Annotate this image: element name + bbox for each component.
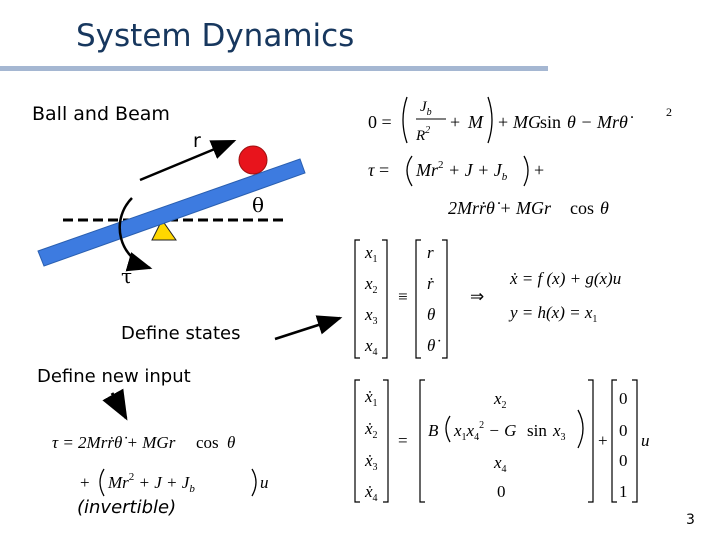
pivot-triangle: [151, 219, 177, 241]
svg-text:θ: θ: [600, 198, 609, 218]
state-space-equation: ẋ1 ẋ2 ẋ3 ẋ4 = x2 B x1x42 − G sin x3 x4 0…: [354, 379, 650, 504]
beam: [37, 158, 306, 267]
svg-text:x2: x2: [493, 389, 507, 411]
svg-text:2: 2: [666, 105, 672, 119]
svg-text:=: =: [398, 431, 408, 450]
svg-text:2Mrṙθ̇ + MGr: 2Mrṙθ̇ + MGr: [448, 198, 552, 218]
define-states-label: Define states: [121, 323, 241, 344]
svg-text:ẋ1: ẋ1: [364, 387, 378, 409]
theta-label: θ: [252, 193, 265, 217]
svg-text:θ: θ: [427, 305, 435, 324]
tau-label: τ: [121, 264, 133, 288]
state-definition: x1 x2 x3 x4 ≡ r ṙ θ θ̇ ⇒ ẋ = f (x) + g(x…: [354, 239, 621, 359]
svg-text:sin: sin: [527, 421, 547, 440]
svg-text:θ̇: θ̇: [427, 336, 440, 355]
svg-text:θ: θ: [227, 433, 235, 452]
svg-text:1: 1: [619, 482, 628, 501]
svg-text:R2: R2: [415, 125, 430, 144]
svg-text:θ − Mrθ̇: θ − Mrθ̇: [567, 112, 634, 132]
invertible-label: (invertible): [77, 497, 177, 518]
svg-text:x1x42 − G: x1x42 − G: [453, 420, 516, 443]
svg-text:τ = 2Mrṙθ̇ + MGr: τ = 2Mrṙθ̇ + MGr: [52, 433, 176, 452]
ball-and-beam-heading: Ball and Beam: [32, 103, 170, 125]
svg-text:0: 0: [619, 389, 628, 408]
svg-text:x3: x3: [364, 305, 378, 327]
svg-text:r: r: [427, 243, 434, 262]
svg-text:sin: sin: [540, 112, 561, 132]
svg-text:ṙ: ṙ: [427, 274, 434, 293]
svg-text:x4: x4: [364, 336, 378, 358]
svg-text:+: +: [80, 473, 90, 492]
svg-text:+: +: [450, 112, 460, 132]
ball: [238, 145, 268, 175]
define-states-arrow: [274, 315, 343, 341]
r-label: r: [193, 130, 201, 152]
svg-text:MG: MG: [512, 112, 541, 132]
svg-text:+: +: [498, 112, 508, 132]
svg-text:cos: cos: [196, 433, 219, 452]
svg-text:Mr2 + J + Jb: Mr2 + J + Jb: [107, 471, 195, 495]
page-number: 3: [686, 512, 695, 528]
svg-text:x4: x4: [493, 453, 507, 475]
svg-text:cos: cos: [570, 198, 594, 218]
svg-text:Jb: Jb: [420, 99, 432, 118]
new-input-equation: τ = 2Mrṙθ̇ + MGr cos θ + Mr2 + J + Jb u: [52, 433, 269, 497]
svg-text:ẋ = f (x) + g(x)u: ẋ = f (x) + g(x)u: [509, 269, 621, 288]
svg-text:ẋ2: ẋ2: [364, 419, 378, 441]
svg-text:u: u: [641, 431, 650, 450]
slide-title: System Dynamics: [76, 18, 355, 54]
r-arrow: [139, 139, 237, 182]
define-input-arrow: [102, 388, 128, 421]
svg-text:≡: ≡: [398, 287, 408, 306]
svg-text:0: 0: [619, 451, 628, 470]
svg-text:+: +: [598, 431, 608, 450]
equation-block-1: 0 = Jb R2 + M + MG sin θ − Mrθ̇ 2 τ = Mr…: [368, 96, 672, 218]
svg-text:=: =: [379, 160, 389, 180]
svg-text:x1: x1: [364, 243, 378, 265]
svg-text:ẋ3: ẋ3: [364, 451, 378, 473]
svg-text:M: M: [467, 112, 484, 132]
svg-text:0: 0: [619, 421, 628, 440]
svg-text:x2: x2: [364, 274, 378, 296]
svg-text:τ: τ: [368, 160, 375, 180]
define-new-input-label: Define new input: [37, 366, 191, 387]
svg-text:Mr2 + J + Jb: Mr2 + J + Jb: [415, 159, 508, 183]
svg-text:x3: x3: [552, 421, 566, 443]
svg-text:+: +: [534, 160, 544, 180]
svg-text:ẋ4: ẋ4: [364, 482, 378, 504]
svg-text:0: 0: [497, 482, 506, 501]
svg-text:0 =: 0 =: [368, 112, 392, 132]
svg-text:y = h(x) = x1: y = h(x) = x1: [508, 303, 597, 325]
tau-arc: [118, 197, 153, 272]
svg-text:B: B: [428, 421, 439, 440]
svg-text:u: u: [260, 473, 269, 492]
title-underline: [0, 66, 548, 71]
svg-text:⇒: ⇒: [470, 287, 484, 306]
